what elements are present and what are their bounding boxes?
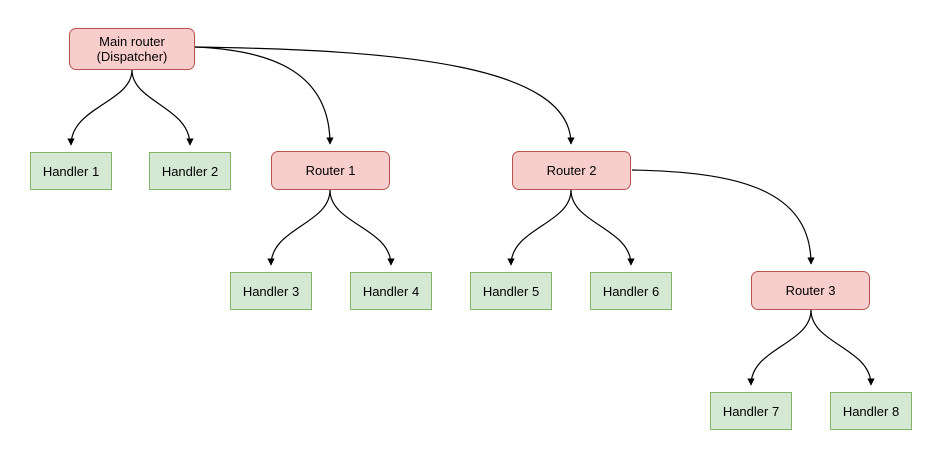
node-router-2[interactable]: Router 2 — [512, 151, 631, 190]
edge-main-to-handler-1 — [67, 69, 133, 146]
node-handler-6[interactable]: Handler 6 — [590, 272, 672, 310]
edge-router-2-to-router-3 — [631, 169, 815, 265]
node-handler-4[interactable]: Handler 4 — [350, 272, 432, 310]
edge-router-3-to-handler-8 — [810, 309, 875, 386]
node-main-router[interactable]: Main router (Dispatcher) — [69, 28, 195, 70]
edge-main-to-router-2 — [194, 46, 575, 145]
edge-main-to-router-1 — [194, 46, 334, 145]
edge-router-2-to-handler-5 — [507, 189, 572, 266]
node-handler-1[interactable]: Handler 1 — [30, 152, 112, 190]
node-handler-7[interactable]: Handler 7 — [710, 392, 792, 430]
node-router-1[interactable]: Router 1 — [271, 151, 390, 190]
edge-router-1-to-handler-4 — [329, 189, 395, 266]
node-router-3[interactable]: Router 3 — [751, 271, 870, 310]
edge-router-1-to-handler-3 — [267, 189, 331, 266]
node-handler-5[interactable]: Handler 5 — [470, 272, 552, 310]
edge-main-to-handler-2 — [131, 69, 194, 146]
node-handler-8[interactable]: Handler 8 — [830, 392, 912, 430]
node-handler-2[interactable]: Handler 2 — [149, 152, 231, 190]
edge-router-2-to-handler-6 — [570, 189, 635, 266]
edge-router-3-to-handler-7 — [747, 309, 812, 386]
node-handler-3[interactable]: Handler 3 — [230, 272, 312, 310]
